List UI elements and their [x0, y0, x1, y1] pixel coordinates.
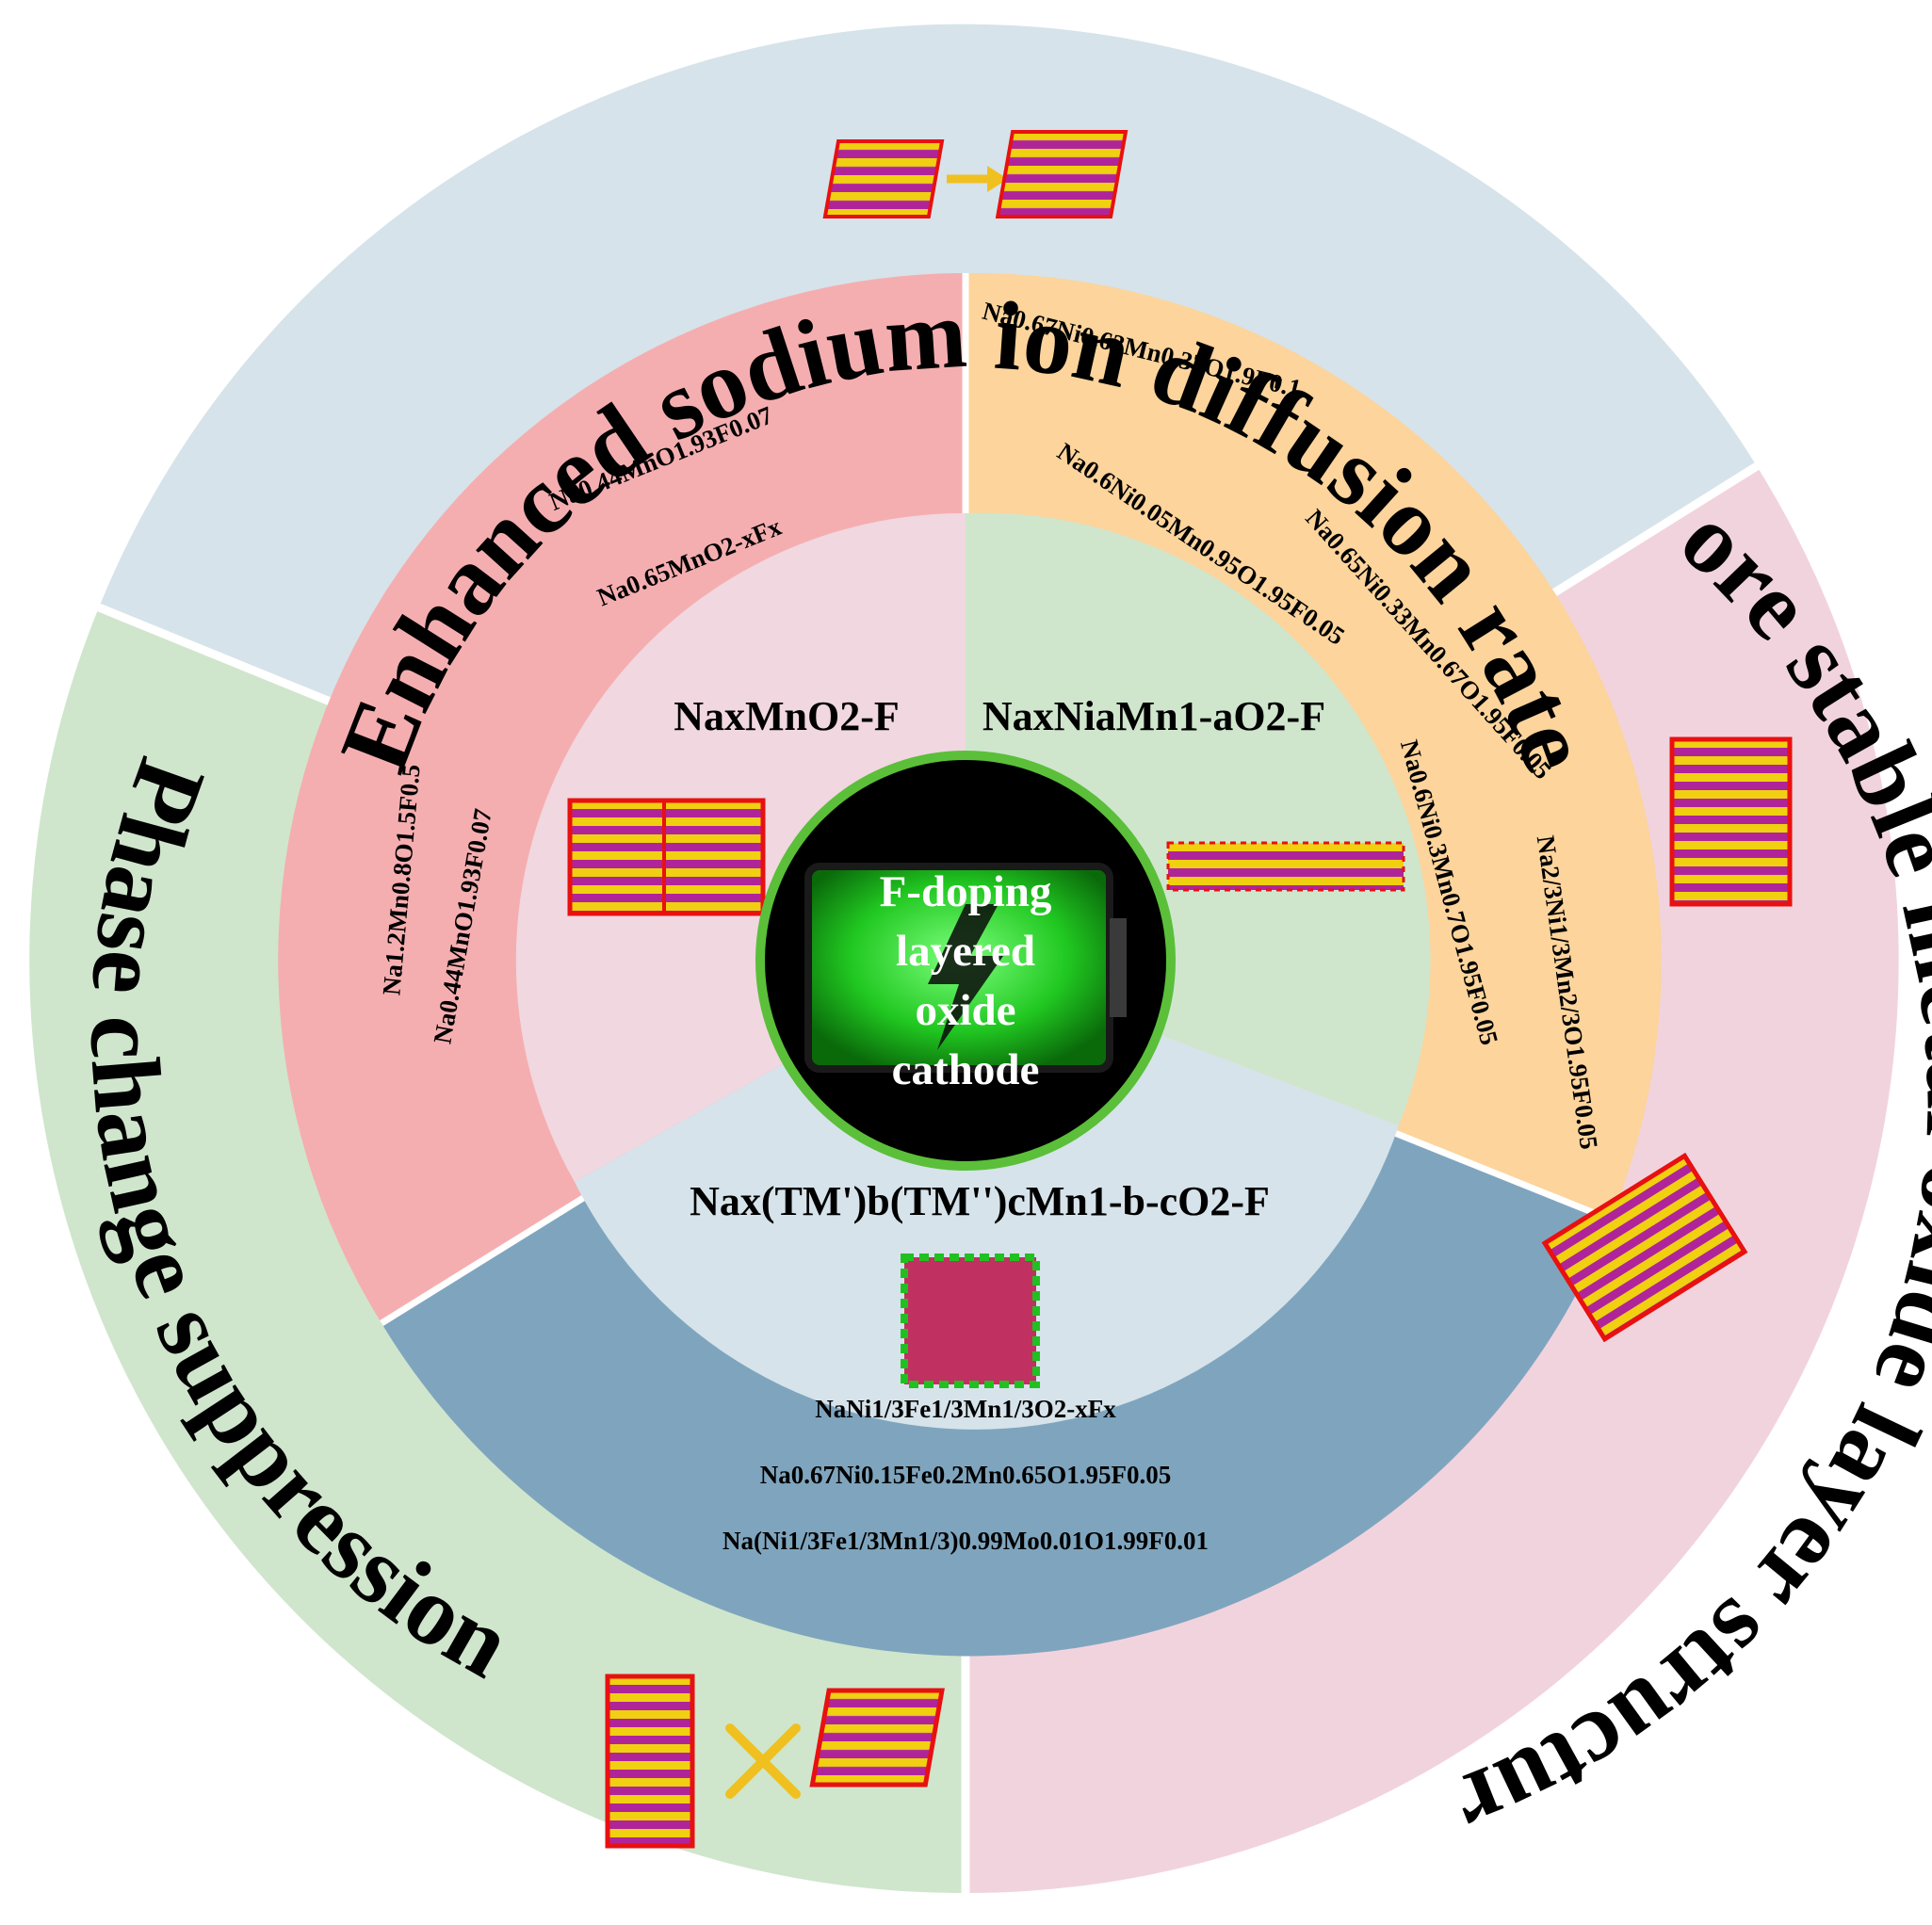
center-label-line: layered [896, 927, 1035, 976]
family-label-left: NaxMnO2-F [674, 693, 900, 739]
crystal-structure-icon [822, 139, 945, 218]
cross-mark-icon [725, 1723, 801, 1799]
battery-terminal [1110, 918, 1127, 1017]
inner-ring [515, 512, 1431, 1430]
family-label-right: NaxNiaMn1-aO2-F [982, 693, 1325, 739]
lightning-bolt-icon [928, 904, 1003, 1050]
right-arrow-icon [947, 166, 1008, 192]
bottom-formula: Na(Ni1/3Fe1/3Mn1/3)0.99Mo0.01O1.99F0.01 [722, 1527, 1209, 1555]
inner-sector-bottom [575, 961, 1399, 1430]
crystal-structure-icon [1541, 1152, 1748, 1343]
center-label-line: F-doping [880, 867, 1052, 916]
crystal-structure-icon [1166, 841, 1405, 892]
family-label-bottom: Nax(TM')b(TM'')cMn1-b-cO2-F [690, 1178, 1270, 1224]
center-label-line: cathode [892, 1045, 1040, 1094]
bottom-formula: NaNi1/3Fe1/3Mn1/3O2-xFx [815, 1395, 1116, 1423]
crystal-structure-icon [567, 798, 766, 916]
crystal-structure-icon [901, 1254, 1040, 1388]
crystal-structure-icon [995, 130, 1128, 218]
center-label-line: oxide [915, 986, 1015, 1035]
crystal-structure-icon [605, 1674, 695, 1849]
crystal-structure-icon [809, 1688, 945, 1788]
crystal-structure-icon [1669, 736, 1793, 907]
bottom-formula: Na0.67Ni0.15Fe0.2Mn0.65O1.95F0.05 [760, 1461, 1171, 1489]
center-battery: F-doping layered oxide cathode [755, 751, 1176, 1171]
